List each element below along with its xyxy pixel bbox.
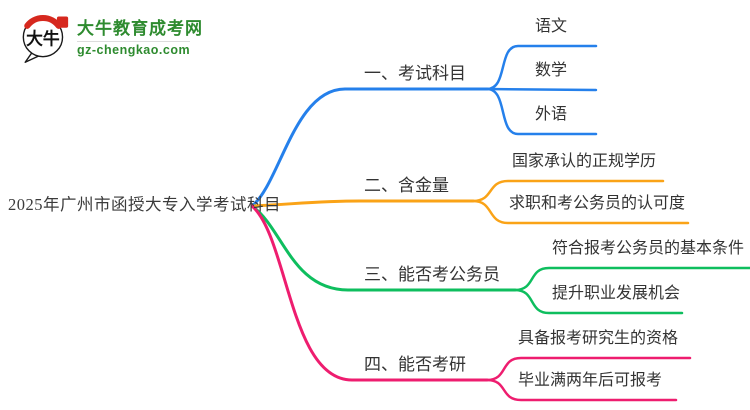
branch-4-child-2-line bbox=[485, 378, 678, 402]
branch-1-child-3-line bbox=[485, 87, 598, 136]
branch-3-child-1-line bbox=[513, 266, 750, 292]
brand-name: 大牛教育成考网 bbox=[77, 18, 203, 38]
branch-1-child-2-label: 数学 bbox=[535, 62, 568, 79]
branch-2-label: 二、含金量 bbox=[364, 176, 449, 195]
branch-3-child-2-line bbox=[513, 288, 684, 315]
branch-1-child-1-line bbox=[485, 44, 598, 91]
root-node-label: 2025年广州市函授大专入学考试科目 bbox=[8, 195, 281, 214]
branch-3-line bbox=[250, 204, 517, 292]
branch-2-line bbox=[250, 199, 475, 208]
branch-3-child-1-label: 符合报考公务员的基本条件 bbox=[552, 240, 745, 257]
branch-4-child-2-label: 毕业满两年后可报考 bbox=[518, 372, 663, 389]
branch-3-label: 三、能否考公务员 bbox=[364, 265, 500, 284]
logo-circle-text: 大牛 bbox=[26, 29, 60, 49]
branch-1-child-1-label: 语文 bbox=[535, 18, 568, 35]
branch-4-child-1-line bbox=[485, 356, 692, 382]
branch-4-child-1-label: 具备报考研究生的资格 bbox=[518, 330, 679, 347]
branch-4-label: 四、能否考研 bbox=[364, 355, 466, 374]
branch-3-child-2-label: 提升职业发展机会 bbox=[552, 285, 681, 302]
branch-2-child-2-line bbox=[471, 199, 690, 225]
branch-2-child-1-line bbox=[471, 179, 665, 203]
daniu-logo-icon: 大牛 bbox=[22, 15, 69, 63]
branch-1-label: 一、考试科目 bbox=[364, 64, 466, 83]
branch-1-line bbox=[250, 87, 489, 208]
branch-1-child-3-label: 外语 bbox=[535, 106, 568, 123]
branch-1-child-2-line bbox=[485, 87, 598, 92]
brand-domain: gz-chengkao.com bbox=[77, 40, 191, 57]
branch-2-child-2-label: 求职和考公务员的认可度 bbox=[509, 195, 686, 212]
branch-4-line bbox=[250, 204, 489, 382]
site-logo: 大牛 大牛教育成考网 gz-chengkao.com bbox=[14, 10, 203, 66]
branch-2-child-1-label: 国家承认的正规学历 bbox=[512, 153, 657, 170]
